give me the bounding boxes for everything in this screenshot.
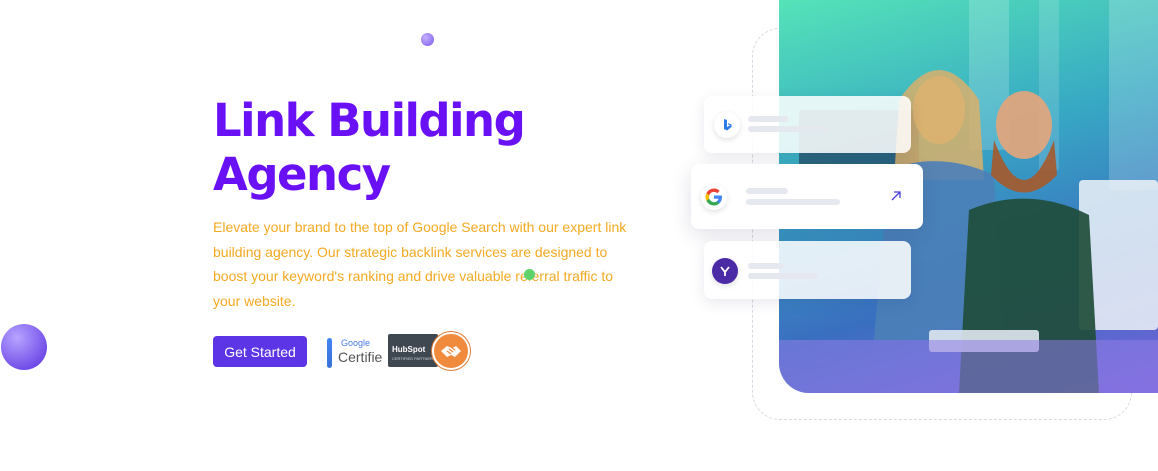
hero-title: Link Building Agency (213, 94, 633, 202)
arrow-up-right-icon[interactable] (889, 189, 903, 203)
yahoo-card-line (748, 273, 818, 279)
hubspot-badge-plate: HubSpot CERTIFIED PARTNER (388, 334, 438, 367)
decorative-dot-top (421, 33, 434, 46)
bing-icon (714, 112, 740, 138)
hero-description: Elevate your brand to the top of Google … (213, 219, 627, 309)
google-certified-badge: Google Certifie (327, 336, 385, 368)
handshake-icon (432, 332, 470, 370)
google-search-card (691, 164, 923, 229)
google-badge-bar (327, 338, 332, 368)
get-started-button[interactable]: Get Started (213, 336, 307, 367)
bing-card-line (748, 116, 788, 122)
yahoo-search-card (704, 241, 911, 299)
google-badge-brand: Google (341, 338, 371, 348)
bing-search-card (704, 96, 911, 153)
hubspot-badge-subtitle: CERTIFIED PARTNER (392, 356, 433, 361)
yahoo-card-line (748, 263, 784, 269)
google-badge-text: Certifie (338, 349, 383, 365)
decorative-dot-left (1, 324, 47, 370)
hubspot-badge-name: HubSpot (392, 345, 426, 354)
hero-title-line-1: Link Building (213, 94, 526, 147)
google-icon (701, 184, 727, 210)
bing-card-line (748, 126, 828, 132)
hubspot-partner-badge: HubSpot CERTIFIED PARTNER (388, 332, 470, 370)
hero-title-line-2: Agency (213, 148, 391, 201)
google-card-line (746, 199, 840, 205)
google-card-line (746, 188, 788, 194)
decorative-dot-green (524, 269, 535, 280)
yahoo-icon (712, 258, 738, 284)
